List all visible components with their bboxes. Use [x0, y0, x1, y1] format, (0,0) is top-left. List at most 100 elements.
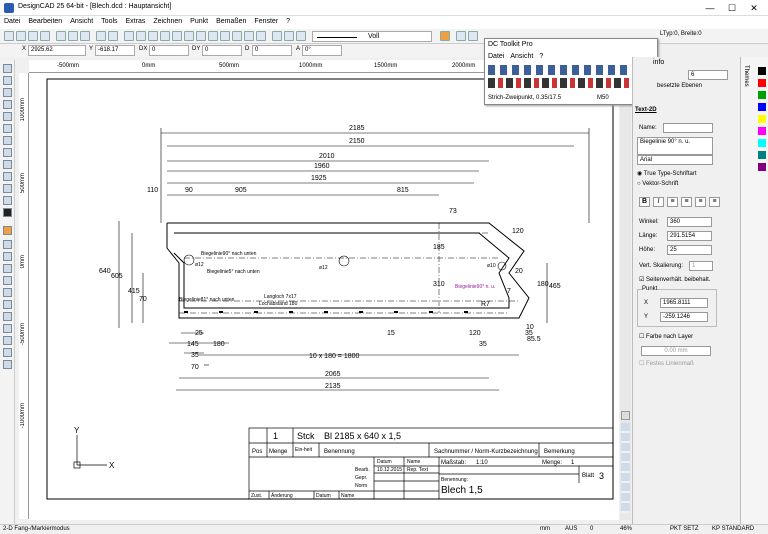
- cut-icon[interactable]: [56, 31, 66, 41]
- mirror-icon[interactable]: [196, 31, 206, 41]
- trim-tool-icon[interactable]: [3, 324, 12, 333]
- scale-icon[interactable]: [208, 31, 218, 41]
- popup-menu-help[interactable]: ?: [539, 53, 544, 60]
- font-icon[interactable]: [440, 31, 450, 41]
- close-button[interactable]: ✕: [750, 3, 758, 13]
- measure-tool-icon[interactable]: [3, 336, 12, 345]
- menu-datei[interactable]: Datei: [4, 18, 21, 25]
- rotate-tool-icon[interactable]: [3, 288, 12, 297]
- open-file-icon[interactable]: [16, 31, 26, 41]
- zoom-tool-icon[interactable]: [3, 76, 12, 85]
- snap-tool-icon[interactable]: [3, 240, 12, 249]
- color-swatch[interactable]: [758, 67, 766, 75]
- layer-icon[interactable]: [272, 31, 282, 41]
- font-select[interactable]: Arial: [637, 155, 713, 165]
- curve-tool-icon[interactable]: [3, 136, 12, 145]
- bold-button[interactable]: B: [639, 197, 650, 207]
- move-icon[interactable]: [172, 31, 182, 41]
- redraw-icon[interactable]: [148, 31, 158, 41]
- linestyle-select[interactable]: Voll: [312, 31, 432, 42]
- color-swatch[interactable]: [758, 91, 766, 99]
- view-tools-strip[interactable]: [621, 423, 630, 513]
- menu-help[interactable]: ?: [286, 18, 291, 25]
- d-field[interactable]: 0: [252, 45, 292, 56]
- menu-bearbeiten[interactable]: Bearbeiten: [28, 18, 63, 25]
- edit-tool-icon[interactable]: [3, 252, 12, 261]
- tab-text-2d[interactable]: Text-2D: [635, 107, 657, 113]
- menu-bemassen[interactable]: Bemaßen: [216, 18, 247, 25]
- color-swatch[interactable]: [758, 151, 766, 159]
- menu-punkt[interactable]: Punkt: [190, 18, 209, 25]
- winkel-field[interactable]: 360: [667, 217, 712, 227]
- view-tool-icon[interactable]: [3, 348, 12, 357]
- dimension-tool-icon[interactable]: [3, 172, 12, 181]
- copy-icon[interactable]: [68, 31, 78, 41]
- move-tool-icon[interactable]: [3, 264, 12, 273]
- layer-number-field[interactable]: 6: [688, 70, 728, 80]
- polyline-tool-icon[interactable]: [3, 100, 12, 109]
- aspect-checkbox[interactable]: ☑ Seitenverhält. beibehalt.: [639, 277, 711, 283]
- color-swatch[interactable]: [758, 103, 766, 111]
- menu-fenster[interactable]: Fenster: [254, 18, 279, 25]
- color-swatch[interactable]: [758, 79, 766, 87]
- justify-icon[interactable]: ≡: [709, 197, 720, 207]
- toolkit-row-1[interactable]: [488, 65, 653, 75]
- arc-tool-icon[interactable]: [3, 124, 12, 133]
- scale-tool-icon[interactable]: [3, 300, 12, 309]
- align-center-icon[interactable]: ≡: [681, 197, 692, 207]
- color-swatch[interactable]: [758, 127, 766, 135]
- zoom-icon[interactable]: [124, 31, 134, 41]
- help-icon[interactable]: [296, 31, 306, 41]
- settings-tool-icon[interactable]: [3, 360, 12, 369]
- minimize-button[interactable]: —: [705, 3, 715, 13]
- fill-icon[interactable]: [468, 31, 478, 41]
- grid-icon[interactable]: [244, 31, 254, 41]
- themes-tab[interactable]: Themes: [743, 65, 749, 87]
- pan-icon[interactable]: [136, 31, 146, 41]
- italic-button[interactable]: I: [653, 197, 664, 207]
- hatch-tool-icon[interactable]: [3, 184, 12, 193]
- extend-icon[interactable]: [232, 31, 242, 41]
- menu-tools[interactable]: Tools: [101, 18, 118, 25]
- menu-ansicht[interactable]: Ansicht: [70, 18, 94, 25]
- vert-field[interactable]: 1: [689, 261, 713, 271]
- text-tool-icon[interactable]: [3, 160, 12, 169]
- copy-tool-icon[interactable]: [3, 276, 12, 285]
- menu-extras[interactable]: Extras: [125, 18, 146, 25]
- align-right-icon[interactable]: ≡: [695, 197, 706, 207]
- new-file-icon[interactable]: [4, 31, 14, 41]
- text-content-field[interactable]: Biegelinie 90° n. u.: [637, 137, 713, 155]
- popup-menu-datei[interactable]: Datei: [488, 53, 505, 60]
- y-field[interactable]: -618.17: [95, 45, 135, 56]
- a-field[interactable]: 0°: [302, 45, 342, 56]
- mirror-tool-icon[interactable]: [3, 312, 12, 321]
- maximize-button[interactable]: ☐: [727, 3, 737, 13]
- color-swatch[interactable]: [758, 163, 766, 171]
- rectangle-tool-icon[interactable]: [3, 148, 12, 157]
- color-swatch[interactable]: [758, 139, 766, 147]
- popup-menu-ansicht[interactable]: Ansicht: [510, 53, 534, 60]
- truetype-option[interactable]: ◉ True Type-Schriftart: [637, 171, 697, 177]
- redo-icon[interactable]: [108, 31, 118, 41]
- paste-icon[interactable]: [80, 31, 90, 41]
- line-tool-icon[interactable]: [3, 88, 12, 97]
- farbe-checkbox[interactable]: ☐ Farbe nach Layer: [639, 334, 694, 340]
- trim-icon[interactable]: [220, 31, 230, 41]
- dx-field[interactable]: 0: [149, 45, 189, 56]
- circle-tool-icon[interactable]: [3, 112, 12, 121]
- align-left-icon[interactable]: ≡: [667, 197, 678, 207]
- dy-field[interactable]: 0: [202, 45, 242, 56]
- vector-option[interactable]: ○ Vektor-Schrift: [637, 181, 679, 187]
- x-field[interactable]: 2925.62: [28, 45, 86, 56]
- toolkit-row-2[interactable]: [488, 78, 653, 88]
- scroll-down-icon[interactable]: [621, 411, 630, 420]
- off-toggle-icon[interactable]: [3, 226, 12, 235]
- linewidth-select[interactable]: 0.00 mm: [641, 346, 711, 356]
- pointer-icon[interactable]: [3, 64, 12, 73]
- hoehe-field[interactable]: 25: [667, 245, 712, 255]
- snap-icon[interactable]: [256, 31, 266, 41]
- info-icon[interactable]: [284, 31, 294, 41]
- select-icon[interactable]: [160, 31, 170, 41]
- festes-checkbox[interactable]: ☐ Festes Linienmaß: [639, 361, 694, 367]
- punkt-x-field[interactable]: 1965.8111: [660, 298, 708, 308]
